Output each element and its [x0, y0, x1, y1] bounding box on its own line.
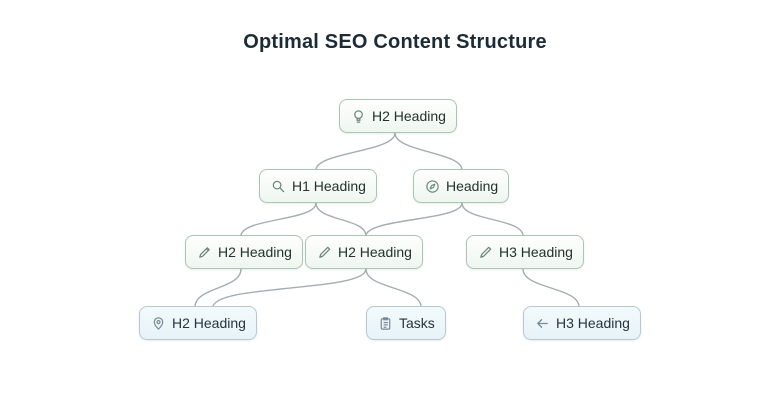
node-label: H2 Heading: [372, 108, 446, 124]
pen-icon: [477, 244, 493, 260]
edge-h2mid-tasks: [365, 268, 422, 308]
node-label: H2 Heading: [338, 244, 412, 260]
edge-h1-h2left: [240, 202, 317, 237]
compass-icon: [424, 178, 440, 194]
node-label: H3 Heading: [556, 315, 630, 331]
arrow-icon: [534, 315, 550, 331]
node-h2-bottom[interactable]: H2 Heading: [139, 306, 257, 340]
node-label: H3 Heading: [499, 244, 573, 260]
edge-heading-h2mid: [365, 202, 463, 237]
node-label: H1 Heading: [292, 178, 366, 194]
edge-heading-h3right: [461, 202, 524, 237]
node-label: H2 Heading: [172, 315, 246, 331]
edge-h2mid-h2bottom: [212, 268, 367, 308]
node-label: Heading: [446, 178, 499, 194]
node-h2-left[interactable]: H2 Heading: [185, 235, 303, 269]
search-icon: [270, 178, 286, 194]
node-tasks[interactable]: Tasks: [366, 306, 446, 340]
diagram-title: Optimal SEO Content Structure: [243, 31, 547, 53]
node-heading[interactable]: Heading: [413, 169, 510, 203]
node-label: H2 Heading: [218, 244, 292, 260]
location-pin-icon: [150, 315, 166, 331]
lightbulb-icon: [350, 108, 366, 124]
edge-root-h1: [315, 132, 396, 171]
edge-h3right-h3bottom: [522, 268, 580, 308]
pencil-icon: [196, 244, 212, 260]
node-h2-mid[interactable]: H2 Heading: [305, 235, 423, 269]
clipboard-icon: [377, 315, 393, 331]
node-h3-right[interactable]: H3 Heading: [466, 235, 584, 269]
node-h1-heading[interactable]: H1 Heading: [259, 169, 377, 203]
pen-icon: [316, 244, 332, 260]
node-h3-bottom[interactable]: H3 Heading: [523, 306, 641, 340]
edge-h1-h2mid: [315, 202, 367, 237]
node-h2-root[interactable]: H2 Heading: [339, 99, 457, 133]
node-label: Tasks: [399, 315, 435, 331]
edge-root-heading: [394, 132, 463, 171]
edge-h2left-h2bottom: [194, 268, 242, 308]
